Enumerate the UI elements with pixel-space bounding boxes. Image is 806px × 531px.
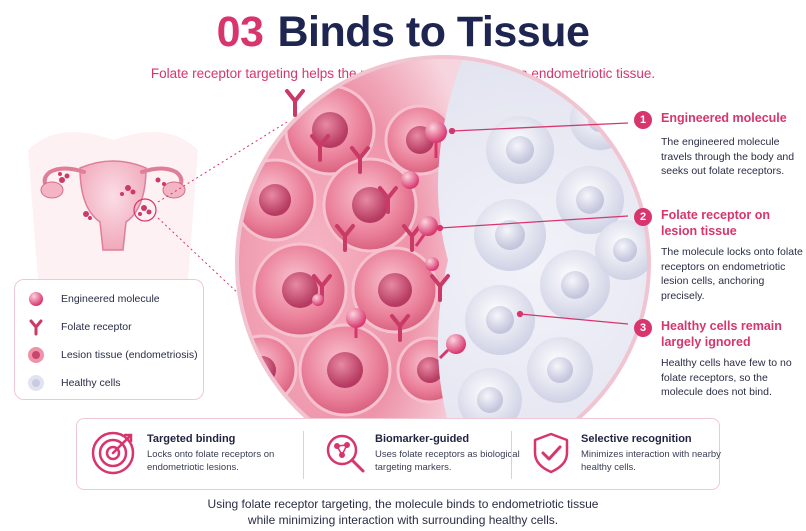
magnified-tissue xyxy=(237,57,649,469)
uterus-illustration xyxy=(28,132,198,280)
feature-body: Minimizes interaction with nearby health… xyxy=(581,449,721,473)
callout-heading: Healthy cells remain largely ignored xyxy=(661,319,782,349)
folate-receptor-icon xyxy=(27,318,45,336)
feature-body: Uses folate receptors as biological targ… xyxy=(375,449,520,473)
footer-summary: Using folate receptor targeting, the mol… xyxy=(0,496,806,528)
page-subtitle: Folate receptor targeting helps the mole… xyxy=(150,66,656,81)
feature-selective-recognition: Selective recognition Minimizes interact… xyxy=(515,419,721,491)
target-icon xyxy=(91,431,135,475)
shield-check-icon xyxy=(533,432,569,474)
feature-heading: Targeted binding xyxy=(147,433,236,445)
legend-item: Folate receptor xyxy=(27,318,132,336)
footer-line-2: while minimizing interaction with surrou… xyxy=(247,513,559,527)
feature-biomarker-guided: Biomarker-guided Uses folate receptors a… xyxy=(309,419,520,491)
step-number: 03 xyxy=(216,8,264,56)
engineered-molecule-icon xyxy=(27,290,45,308)
lesion-tissue-icon xyxy=(27,346,45,364)
left-ovary xyxy=(40,181,64,199)
callout-3: 3 Healthy cells remain largely ignored H… xyxy=(634,318,804,400)
callout-body: The molecule locks onto folate receptors… xyxy=(661,246,803,302)
callout-connectors xyxy=(436,122,629,325)
healthy-cell-icon xyxy=(27,374,45,392)
divider xyxy=(511,431,512,479)
feature-heading: Selective recognition xyxy=(581,433,692,445)
legend-item: Healthy cells xyxy=(27,374,121,392)
magnified-circle-border xyxy=(235,55,651,471)
healthy-cells-region xyxy=(458,90,649,432)
callout-heading: Folate receptor on lesion tissue xyxy=(661,208,771,238)
divider xyxy=(303,431,304,479)
callout-1: 1 Engineered molecule The engineered mol… xyxy=(634,110,804,179)
callout-number: 3 xyxy=(634,319,652,337)
engineered-molecules xyxy=(312,121,466,360)
molecule-search-icon xyxy=(326,434,365,473)
page-title: 03 Binds to Tissue xyxy=(0,6,806,58)
footer-line-1: Using folate receptor targeting, the mol… xyxy=(207,497,599,511)
callout-number: 1 xyxy=(634,111,652,129)
callout-body: The engineered molecule travels through … xyxy=(661,136,795,177)
legend-item: Lesion tissue (endometriosis) xyxy=(27,346,198,364)
feature-body: Locks onto folate receptors on endometri… xyxy=(147,449,275,473)
callout-2: 2 Folate receptor on lesion tissue The m… xyxy=(634,207,804,303)
title-text: Binds to Tissue xyxy=(277,8,590,56)
zoom-circle xyxy=(133,198,157,222)
callout-body: Healthy cells have few to no folate rece… xyxy=(661,357,792,398)
right-ovary xyxy=(162,181,186,199)
uterus-body xyxy=(79,160,147,251)
feature-heading: Biomarker-guided xyxy=(375,433,470,445)
folate-receptors xyxy=(285,89,450,342)
callout-number: 2 xyxy=(634,208,652,226)
lesion-cells-region xyxy=(237,57,470,469)
feature-targeted-binding: Targeted binding Locks onto folate recep… xyxy=(77,419,302,491)
legend: Engineered molecule Folate receptor Lesi… xyxy=(14,279,204,400)
features-panel: Targeted binding Locks onto folate recep… xyxy=(76,418,721,491)
legend-item: Engineered molecule xyxy=(27,290,160,308)
callout-heading: Engineered molecule xyxy=(661,111,787,125)
